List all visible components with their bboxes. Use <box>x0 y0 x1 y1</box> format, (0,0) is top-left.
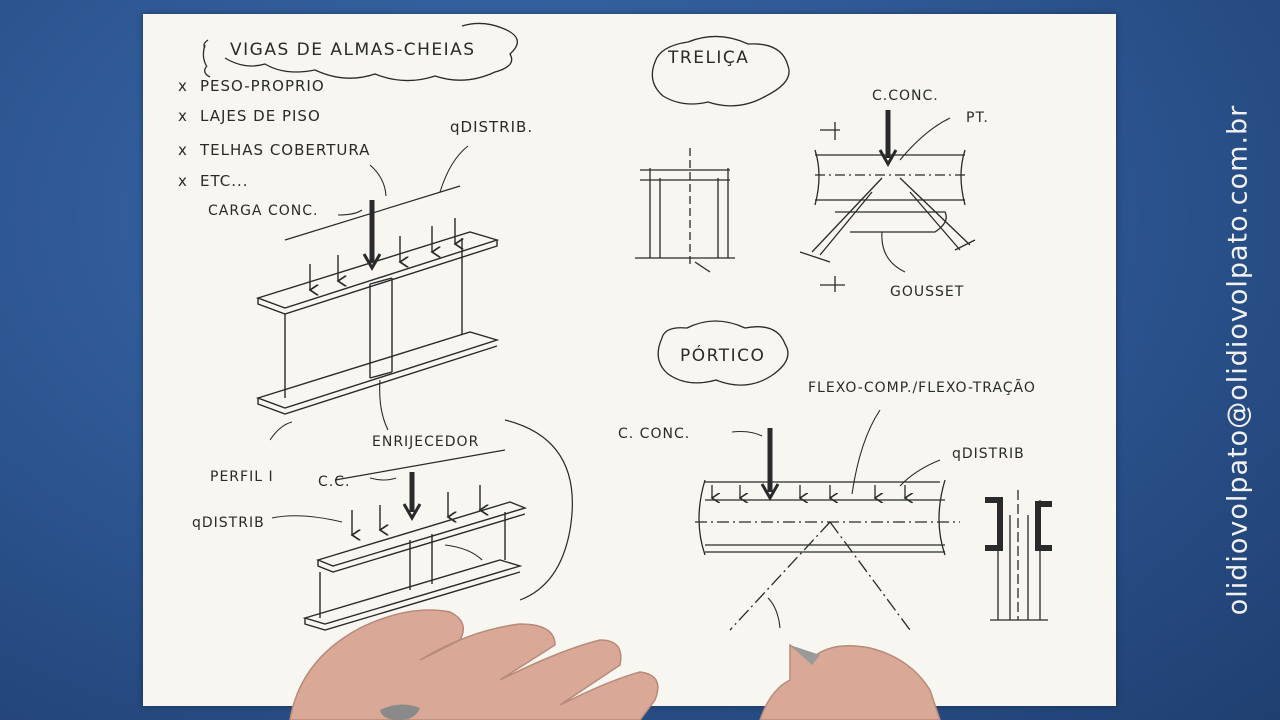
trelica-column-sketch <box>635 148 735 273</box>
watermark-url: olidiovolpato@olidiovolpato.com.br <box>1222 104 1254 616</box>
label-enrijecedor: ENRIJECEDOR <box>372 434 479 450</box>
label-qdistrib-2: qDISTRIB <box>192 515 265 531</box>
label-c-conc-1: C.CONC. <box>872 88 939 104</box>
load-item-1: PESO-PROPRIO <box>200 77 325 95</box>
sketch-paper <box>143 14 1116 706</box>
hand-right <box>759 643 941 720</box>
title-vigas: VIGAS DE ALMAS-CHEIAS <box>230 40 476 60</box>
label-gousset: GOUSSET <box>890 284 964 300</box>
svg-text:x: x <box>178 141 188 159</box>
label-carga-conc: CARGA CONC. <box>208 203 318 219</box>
ring <box>380 704 420 720</box>
i-beam-sketch-bottom <box>271 419 573 631</box>
label-cc: C.C. <box>318 474 350 490</box>
label-perfil-i: PERFIL I <box>210 469 274 485</box>
i-beam-sketch-top <box>255 145 500 441</box>
svg-text:x: x <box>178 77 188 95</box>
label-c-conc-2: C. CONC. <box>618 426 690 442</box>
svg-text:x: x <box>178 107 188 125</box>
label-pt: PT. <box>966 110 989 126</box>
label-qdistrib-3: qDISTRIB <box>952 446 1025 462</box>
title-trelica: TRELIÇA <box>667 48 749 68</box>
label-flexo: FLEXO-COMP./FLEXO-TRAÇÃO <box>808 379 1036 396</box>
title-vigas-cloud: VIGAS DE ALMAS-CHEIAS <box>202 22 518 82</box>
load-item-3: TELHAS COBERTURA <box>199 141 370 159</box>
portico-cloud: PÓRTICO <box>657 320 789 386</box>
trelica-cloud: TRELIÇA <box>651 35 790 107</box>
load-item-4: ETC... <box>200 172 249 190</box>
svg-text:x: x <box>178 172 188 190</box>
loads-list: x PESO-PROPRIO x LAJES DE PISO x TELHAS … <box>178 77 370 190</box>
load-item-2: LAJES DE PISO <box>200 107 321 125</box>
label-qdistrib-1: qDISTRIB. <box>450 118 533 136</box>
pencil <box>790 645 820 665</box>
portico-frame-sketch <box>695 409 1052 631</box>
gusset-sketch <box>799 110 976 292</box>
title-portico: PÓRTICO <box>680 344 765 366</box>
hand-left <box>289 609 659 720</box>
